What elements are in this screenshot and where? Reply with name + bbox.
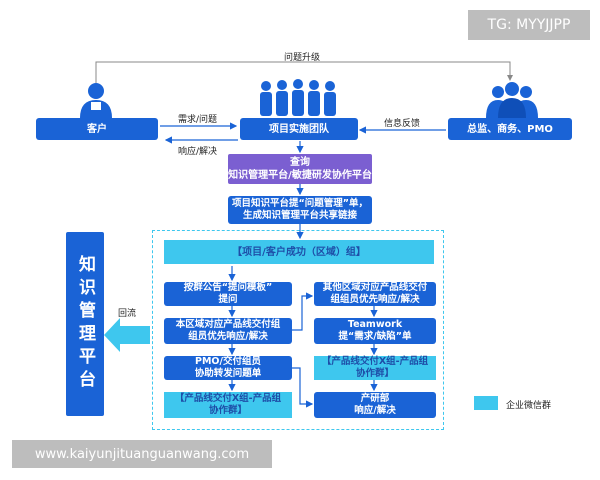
team-box: 项目实施团队 xyxy=(240,118,358,140)
group-header: 【项目/客户成功（区域）组】 xyxy=(164,240,434,264)
legend-label: 企业微信群 xyxy=(506,401,552,411)
left-step-4: 【产品线交付X组-产品组 协作群】 xyxy=(164,392,292,418)
escalation-line xyxy=(95,61,513,84)
left-step-3: PMO/交付组员 协助转发问题单 xyxy=(164,356,292,380)
legend-swatch xyxy=(474,396,498,410)
management-box: 总监、商务、PMO xyxy=(448,118,572,140)
backflow-label: 回流 xyxy=(118,309,137,319)
right-step-1: 其他区域对应产品线交付 组组员优先响应/解决 xyxy=(314,282,436,306)
escalation-label: 问题升级 xyxy=(284,53,321,63)
feedback-label: 信息反馈 xyxy=(384,119,421,129)
submit-step: 项目知识平台提“问题管理”单， 生成知识管理平台共享链接 xyxy=(228,196,372,224)
management-icon xyxy=(486,82,538,118)
backflow-arrow xyxy=(104,318,150,352)
left-step-1: 按群公告“提问模板” 提问 xyxy=(164,282,292,306)
knowledge-platform: 知识管理平台 xyxy=(66,232,104,416)
right-step-2: Teamwork 提“需求/缺陷”单 xyxy=(314,318,436,344)
response-label: 响应/解决 xyxy=(178,147,218,157)
right-step-3: 【产品线交付X组-产品组 协作群】 xyxy=(314,356,436,380)
query-step: 查询 知识管理平台/敏捷研发协作平台 xyxy=(228,154,372,184)
watermark-bottom: www.kaiyunjituanguanwang.com xyxy=(12,440,272,468)
process-region xyxy=(152,230,444,430)
watermark-top: TG: MYYJJPP xyxy=(468,10,590,40)
customer-box: 客户 xyxy=(36,118,158,140)
left-step-2: 本区域对应产品线交付组 组员优先响应/解决 xyxy=(164,318,292,344)
request-label: 需求/问题 xyxy=(178,115,218,125)
right-step-4: 产研部 响应/解决 xyxy=(314,392,436,418)
team-icon xyxy=(260,79,336,116)
customer-icon xyxy=(80,83,112,118)
